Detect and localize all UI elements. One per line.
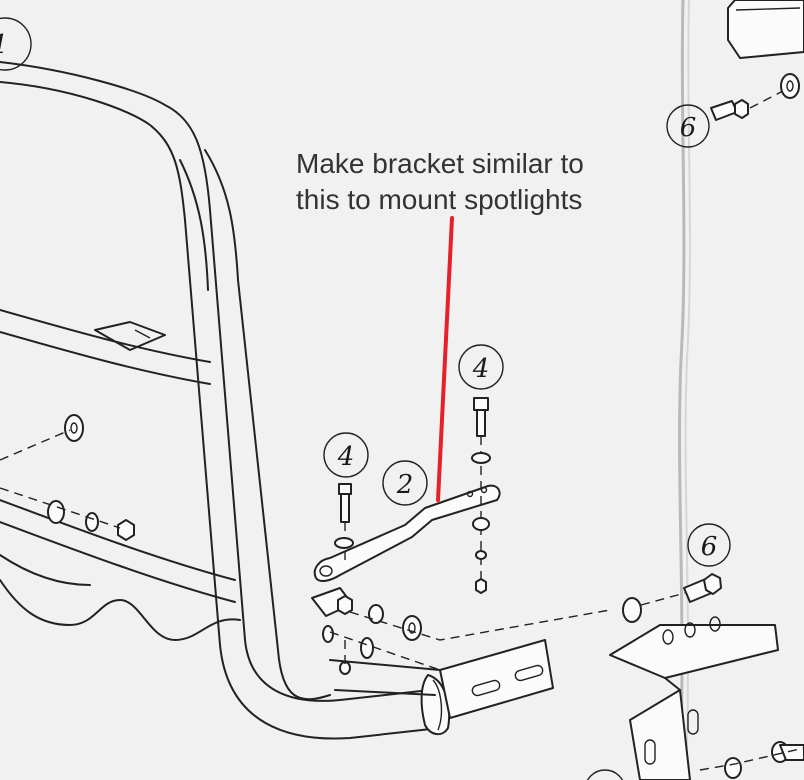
left-bolt [334, 483, 354, 560]
svg-text:6: 6 [701, 532, 718, 562]
side-bolt [683, 573, 722, 603]
right-bolt-stack [471, 397, 491, 594]
annotation-pointer-line [436, 216, 454, 502]
callout-6-top: 6 [666, 104, 710, 148]
annotation-text-line2: this to mount spotlights [296, 184, 582, 215]
svg-text:4: 4 [472, 354, 490, 384]
svg-text:2: 2 [396, 470, 414, 500]
callout-4-left: 4 [323, 432, 369, 478]
bottom-right-hardware [586, 741, 804, 780]
frame-bracket-right [609, 592, 779, 780]
callout-6-side: 6 [687, 523, 731, 567]
callout-4-right: 4 [458, 344, 504, 390]
bar-mount-hardware [311, 587, 611, 675]
crossbar-tubes [0, 309, 241, 641]
left-hardware-stack [0, 414, 135, 541]
svg-text:1: 1 [0, 30, 8, 60]
callout-2: 2 [382, 460, 428, 506]
top-right-hardware [710, 0, 804, 121]
annotation-text-line1: Make bracket similar to [296, 148, 584, 179]
svg-text:4: 4 [337, 442, 355, 472]
bull-bar-tube [0, 61, 441, 740]
callout-1: 1 [0, 17, 32, 71]
svg-text:6: 6 [680, 113, 697, 143]
lower-mount-bracket [329, 639, 554, 719]
